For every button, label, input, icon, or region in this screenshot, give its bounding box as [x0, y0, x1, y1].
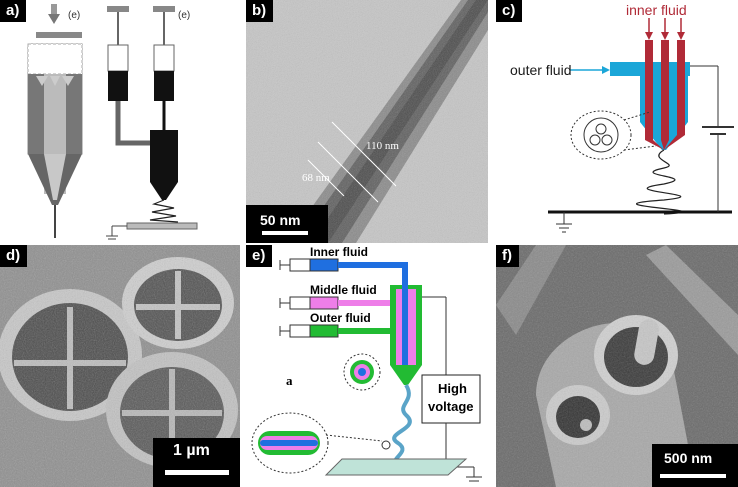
inner-fluid-label: Inner fluid: [310, 245, 368, 259]
panel-f: 500 nm f): [496, 245, 738, 487]
panel-b: 110 nm 68 nm 50 nm b): [246, 0, 488, 243]
needle-cap: [36, 32, 82, 38]
sem-dual-channel-fiber-image: [496, 245, 738, 487]
panel-a: (e) (e) a): [0, 0, 238, 243]
coaxial-nozzle-schematic: (e) (e): [27, 4, 198, 240]
panel-c: inner fluid outer fluid c): [496, 0, 738, 243]
svg-text:(e): (e): [178, 10, 190, 21]
panel-e: Inner fluid Middle fluid Outer fluid Hig…: [246, 245, 490, 487]
panel-label-b: b): [246, 0, 274, 22]
panel-label-d: d): [0, 245, 28, 267]
syringe-middle: [279, 296, 390, 310]
scale-bar-b: 50 nm: [246, 205, 328, 243]
multi-needle-electrospinning-schematic: [548, 18, 734, 233]
panel-label-e: e): [246, 245, 273, 267]
panel-label-f: f): [496, 245, 519, 267]
high-voltage-label-line1: High: [438, 381, 467, 396]
panel-label-a: a): [0, 0, 27, 22]
inner-fluid-label: inner fluid: [626, 2, 687, 18]
panel-d: 1 µm d): [0, 245, 240, 487]
tem-nanotube-image: [246, 0, 488, 243]
arrow-down-icon: [48, 14, 60, 24]
dim-label-outer: 110 nm: [366, 140, 399, 152]
scale-bar-f: 500 nm: [652, 444, 738, 487]
high-voltage-label-line2: voltage: [428, 399, 474, 414]
svg-text:(e): (e): [68, 10, 80, 21]
sublabel-a: a: [286, 373, 293, 388]
coaxial-triaxial-electrospinning-schematic: [251, 258, 482, 482]
syringe-outer: [279, 324, 390, 338]
middle-fluid-label: Middle fluid: [310, 283, 377, 297]
outer-fluid-label: outer fluid: [510, 62, 572, 78]
outer-fluid-label: Outer fluid: [310, 311, 371, 325]
dim-label-inner: 68 nm: [302, 172, 330, 184]
panel-label-c: c): [496, 0, 523, 22]
scale-bar-d: 1 µm: [153, 438, 240, 487]
